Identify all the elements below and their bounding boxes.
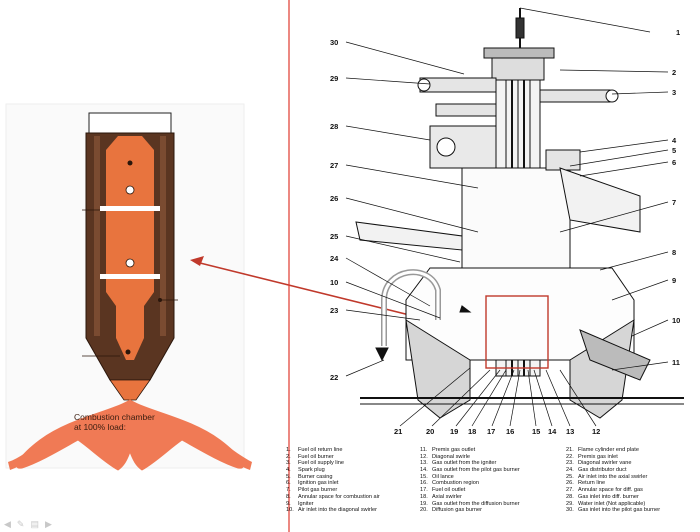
callout-4: 4 xyxy=(672,136,677,145)
legend-item: 5.Burner casing xyxy=(286,473,333,480)
legend-item: 8.Annular space for combustion air xyxy=(286,493,380,500)
callouts-bottom: 21 20 19 18 17 16 15 14 13 12 xyxy=(394,427,600,436)
callout-16: 16 xyxy=(506,427,514,436)
callout-24: 24 xyxy=(330,254,339,263)
callout-28: 28 xyxy=(330,122,338,131)
legend-item: 25.Air inlet into the axial swirler xyxy=(566,473,648,480)
callouts-right: 1 2 3 4 5 6 7 8 9 10 11 xyxy=(672,28,680,367)
legend-item: 15.Oil lance xyxy=(420,473,454,480)
legend-item: 19.Gas outlet from the diffusion burner xyxy=(420,500,520,507)
callout-12: 12 xyxy=(592,427,600,436)
legend-item: 14.Gas outlet from the pilot gas burner xyxy=(420,467,520,474)
callout-13: 13 xyxy=(566,427,574,436)
legend-item: 3.Fuel oil supply line xyxy=(286,460,345,467)
callout-8: 8 xyxy=(672,248,676,257)
callout-3: 3 xyxy=(672,88,676,97)
legend-item: 1.Fuel oil return line xyxy=(286,447,343,453)
callout-27: 27 xyxy=(330,161,338,170)
chamber-label-line2: at 100% load: xyxy=(74,422,126,432)
legend-column-3: 21.Flame cylinder end plate 22.Premix ga… xyxy=(566,447,660,514)
legend-item: 10.Air inlet into the diagonal swirler xyxy=(286,507,377,514)
slideshow-toolbar: ◀ ✎ ▤ ▶ xyxy=(4,518,52,530)
callout-29: 29 xyxy=(330,74,338,83)
callout-5: 5 xyxy=(672,146,676,155)
nozzle-cross-section xyxy=(82,112,178,401)
callout-30: 30 xyxy=(330,38,338,47)
callouts-left: 30 29 28 27 26 25 24 10 23 22 xyxy=(330,38,339,382)
legend-item: 27.Annular space for diff. gas xyxy=(566,487,643,494)
callout-21: 21 xyxy=(394,427,402,436)
legend-item: 2.Fuel oil burner xyxy=(286,453,334,460)
legend-item: 11.Premix gas outlet xyxy=(420,447,476,453)
callout-6: 6 xyxy=(672,158,676,167)
legend-item: 26.Return line xyxy=(566,480,606,487)
legend-item: 30.Gas inlet into the pilot gas burner xyxy=(566,507,661,514)
legend-item: 18.Axial swirler xyxy=(420,493,462,500)
callout-14: 14 xyxy=(548,427,557,436)
legend-item: 29.Water inlet (Not applicable) xyxy=(566,500,646,507)
legend-item: 21.Flame cylinder end plate xyxy=(566,447,639,453)
callout-22: 22 xyxy=(330,373,338,382)
callout-10-right: 10 xyxy=(672,316,680,325)
combustion-chamber-label: Combustion chamber at 100% load: xyxy=(74,412,194,432)
legend-item: 16.Combustion region xyxy=(420,480,479,487)
callout-25: 25 xyxy=(330,232,338,241)
callout-11: 11 xyxy=(672,358,680,367)
burner-drawing xyxy=(355,7,684,419)
legend-item: 24.Gas distributor duct xyxy=(566,467,627,474)
menu-icon[interactable]: ▤ xyxy=(30,519,39,529)
callout-20: 20 xyxy=(426,427,434,436)
callout-23: 23 xyxy=(330,306,338,315)
leader-lines xyxy=(345,41,669,427)
callout-15: 15 xyxy=(532,427,540,436)
legend-item: 6.Ignition gas inlet xyxy=(286,480,339,487)
callout-19: 19 xyxy=(450,427,458,436)
zoom-highlight-box xyxy=(485,295,549,369)
callout-26: 26 xyxy=(330,194,338,203)
callout-7: 7 xyxy=(672,198,676,207)
legend-item: 9.Igniter xyxy=(286,500,314,507)
legend-item: 13.Gas outlet from the igniter xyxy=(420,460,497,467)
legend-item: 17.Fuel oil outlet xyxy=(420,487,466,494)
legend-item: 23.Diagonal swirler vane xyxy=(566,460,632,467)
legend-item: 28.Gas inlet into diff. burner xyxy=(566,493,639,500)
legend-item: 7.Pilot gas burner xyxy=(286,487,338,494)
callout-1: 1 xyxy=(676,28,680,37)
pen-icon[interactable]: ✎ xyxy=(16,519,25,529)
flame-tongue-right xyxy=(214,440,252,470)
callout-18: 18 xyxy=(468,427,476,436)
flame-tongue-left xyxy=(8,440,46,470)
legend-column-2: 11.Premix gas outlet 12.Diagonal swirle … xyxy=(420,447,520,514)
callout-10-left: 10 xyxy=(330,278,338,287)
legend-item: 12.Diagonal swirle xyxy=(420,453,470,460)
callout-17: 17 xyxy=(487,427,495,436)
arrow-right-icon[interactable]: ▶ xyxy=(44,519,52,529)
arrow-left-icon[interactable]: ◀ xyxy=(4,519,11,529)
chamber-label-line1: Combustion chamber xyxy=(74,412,155,422)
legend-column-1: 1.Fuel oil return line 2.Fuel oil burner… xyxy=(286,447,380,514)
legend-item: 20.Diffusion gas burner xyxy=(420,507,482,514)
callout-2: 2 xyxy=(672,68,676,77)
legend-item: 4.Spark plug xyxy=(286,467,325,474)
parts-legend: 1.Fuel oil return line 2.Fuel oil burner… xyxy=(286,447,698,531)
callout-9: 9 xyxy=(672,276,676,285)
legend-item: 22.Premix gas inlet xyxy=(566,453,618,460)
